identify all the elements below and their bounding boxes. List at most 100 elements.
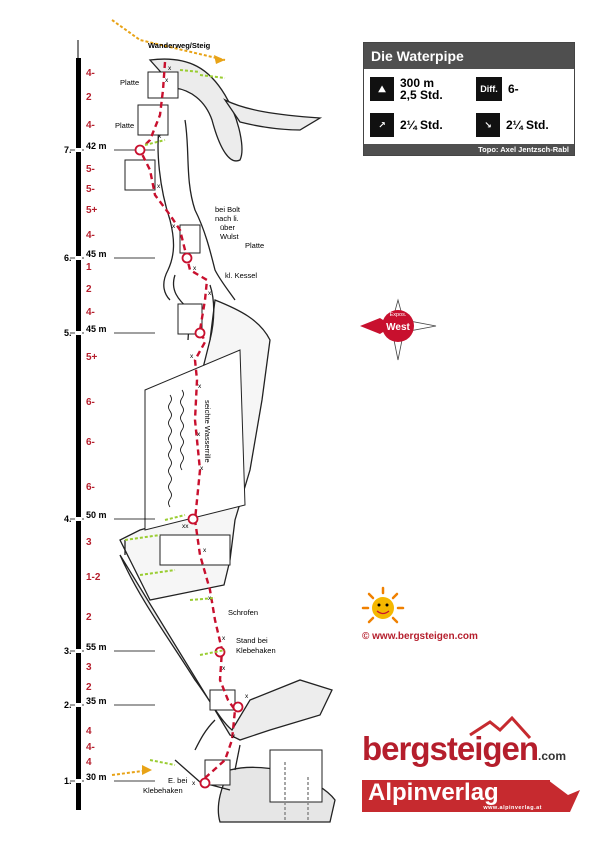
pitch-grade: 4- xyxy=(86,120,95,131)
pitch-grade: 4- xyxy=(86,742,95,753)
pitch-grade: 6- xyxy=(86,437,95,448)
route-line xyxy=(138,61,237,784)
exposure-label: Expos. xyxy=(390,312,407,318)
svg-text:x: x xyxy=(203,547,207,554)
stand-number: 6. xyxy=(64,253,72,263)
stand-number: 7. xyxy=(64,145,72,155)
note-kessel: kl. Kessel xyxy=(225,271,257,280)
belay-station xyxy=(232,701,244,713)
belay-station xyxy=(181,252,193,264)
difficulty-icon: Diff. xyxy=(476,77,502,101)
climb-time: 2,5 Std. xyxy=(400,88,443,102)
pitch-grade: 6- xyxy=(86,482,95,493)
stand-label-bg xyxy=(84,772,114,782)
logo2-main-text: Alpinverlag xyxy=(368,779,499,806)
stand-length: 50 m xyxy=(86,510,107,520)
route-title: Die Waterpipe xyxy=(364,43,574,69)
svg-text:x: x xyxy=(198,383,202,390)
stand-length: 45 m xyxy=(86,249,107,259)
stand-label-bg xyxy=(84,696,114,706)
approach-icon: ↗ xyxy=(370,113,394,137)
belay-station xyxy=(199,777,211,789)
pitch-grade: 4 xyxy=(86,757,92,768)
stand-label-bg xyxy=(84,642,114,652)
logo2-sub-text: www.alpinverlag.at xyxy=(483,805,542,811)
stand-number: 2. xyxy=(64,700,72,710)
compass: Expos. West xyxy=(360,298,437,361)
descent-row: ↘ 2¼ Std. xyxy=(476,113,549,137)
pitch-grade: 1 xyxy=(86,262,92,273)
svg-text:x: x xyxy=(192,780,196,787)
stand-label-bg xyxy=(84,249,114,259)
note-start: Wanderweg/Steig xyxy=(148,41,211,50)
stand-length: 55 m xyxy=(86,642,107,652)
pitch-grade: 2 xyxy=(86,612,92,623)
note-rille: seichte Wasserrille xyxy=(203,400,212,463)
pitch-grade: 4- xyxy=(86,68,95,79)
belay-station xyxy=(194,327,206,339)
logo-main-text: bergsteigen xyxy=(362,730,539,767)
svg-text:x: x xyxy=(190,353,194,360)
pitch-grade: 4- xyxy=(86,307,95,318)
pitch-grade: 6- xyxy=(86,397,95,408)
copyright-link[interactable]: © www.bergsteigen.com xyxy=(362,631,478,642)
route-notes: Wanderweg/Steig Platte Platte bei Bolt n… xyxy=(115,41,276,795)
svg-text:x: x xyxy=(200,465,204,472)
svg-text:x: x xyxy=(172,223,176,230)
stand-gap xyxy=(75,517,82,521)
svg-text:x: x xyxy=(168,65,172,72)
pitch-grade: 5- xyxy=(86,184,95,195)
stand-label-bg xyxy=(84,324,114,334)
svg-text:x: x xyxy=(157,183,161,190)
stand-number: 4. xyxy=(64,514,72,524)
climber-icon: ⛰ xyxy=(370,77,394,101)
svg-text:x: x xyxy=(197,431,201,438)
stand-gap xyxy=(75,779,82,783)
length-row: ⛰ 300 m 2,5 Std. xyxy=(370,77,443,101)
approach-row: ↗ 2¼ Std. xyxy=(370,113,443,137)
stand-length: 30 m xyxy=(86,772,107,782)
difficulty-row: Diff. 6- xyxy=(476,77,519,101)
stand-length: 35 m xyxy=(86,696,107,706)
stand-number: 5. xyxy=(64,328,72,338)
note-stand: Stand bei xyxy=(236,636,268,645)
descent-icon: ↘ xyxy=(476,113,500,137)
difficulty-value: 6- xyxy=(508,82,519,96)
svg-text:x: x xyxy=(193,265,197,272)
svg-text:x: x xyxy=(208,290,212,297)
svg-text:x: x xyxy=(245,693,249,700)
note-schrofen: Schrofen xyxy=(228,608,258,617)
pitch-grade: 5+ xyxy=(86,205,98,216)
stand-gap xyxy=(75,649,82,653)
bergsteigen-logo[interactable]: bergsteigen.com xyxy=(362,730,566,768)
logo-suffix-text: .com xyxy=(538,749,567,763)
pitch-grade: 2 xyxy=(86,682,92,693)
descent-time: 2¼ Std. xyxy=(506,118,549,132)
pitch-grade: 2 xyxy=(86,92,92,103)
exposure-value: West xyxy=(386,322,410,333)
pitch-scale xyxy=(76,40,81,810)
water-groove xyxy=(168,389,184,508)
svg-text:x: x xyxy=(222,635,226,642)
pitch-grade: 5+ xyxy=(86,352,98,363)
note-bolt: über xyxy=(220,223,236,232)
belay-station xyxy=(187,513,199,525)
note-bolt: bei Bolt xyxy=(215,205,241,214)
stand-gap xyxy=(75,703,82,707)
note-bolt: nach li. xyxy=(215,214,239,223)
note-stand: Klebehaken xyxy=(236,646,276,655)
belay-station xyxy=(134,144,146,156)
stand-label-bg xyxy=(84,510,114,520)
pitch-grade: 1-2 xyxy=(86,572,101,583)
approach-time: 2¼ Std. xyxy=(400,118,443,132)
grass-tufts xyxy=(124,69,226,766)
stand-gap xyxy=(75,331,82,335)
svg-text:xx: xx xyxy=(182,523,189,530)
stand-length: 45 m xyxy=(86,324,107,334)
route-length: 300 m xyxy=(400,76,435,90)
note-platte: Platte xyxy=(115,121,134,130)
svg-text:x: x xyxy=(158,133,162,140)
note-bolt: Wulst xyxy=(220,232,240,241)
